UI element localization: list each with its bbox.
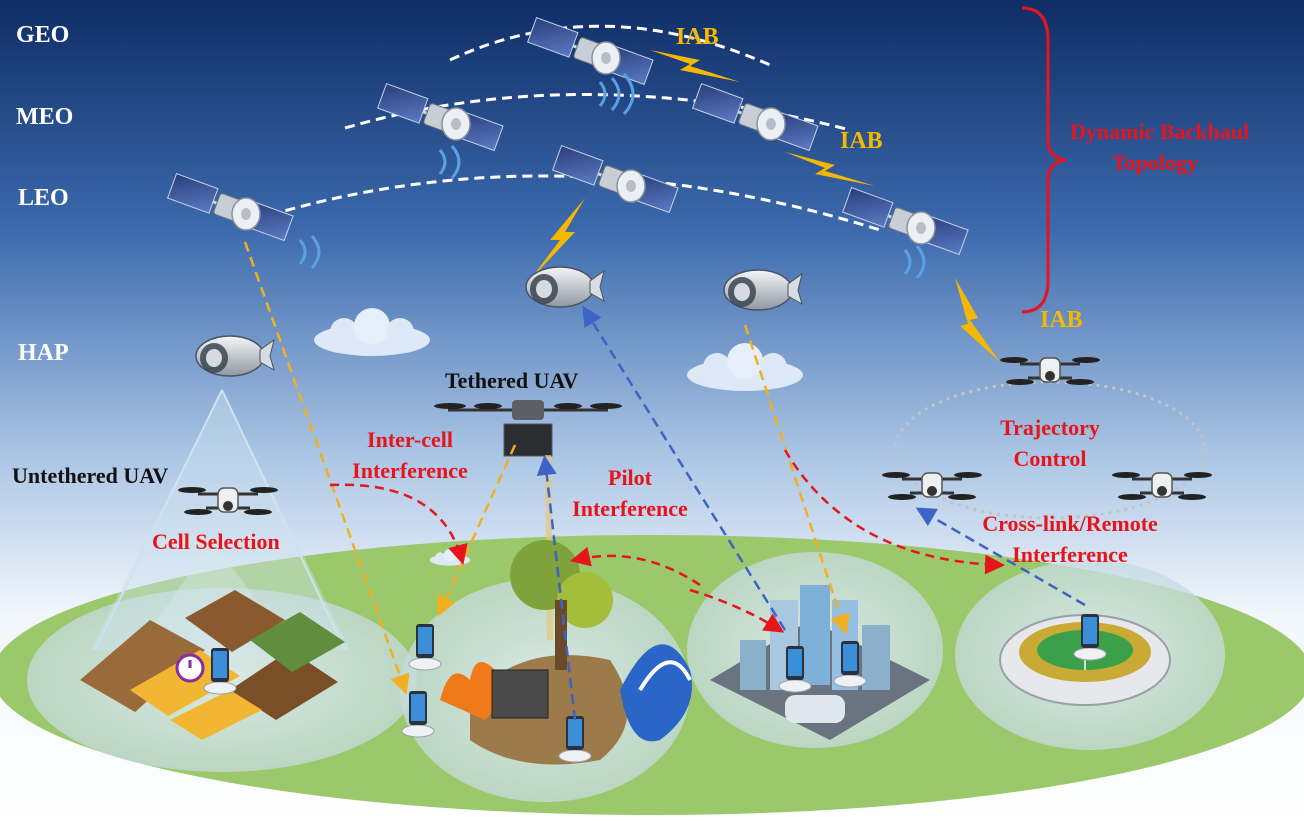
hap-label: HAP bbox=[18, 340, 69, 366]
disaster-zone-icon bbox=[440, 540, 692, 765]
intercell-line2: Interference bbox=[352, 458, 468, 483]
signal-wave-icon bbox=[298, 72, 926, 279]
leo-label: LEO bbox=[18, 185, 69, 211]
crosslink-line1: Cross-link/Remote bbox=[982, 511, 1158, 536]
untethered-uav-label: Untethered UAV bbox=[12, 463, 169, 488]
iab-label-geo: IAB bbox=[676, 24, 719, 50]
pilot-line2: Interference bbox=[572, 496, 688, 521]
blue-links bbox=[536, 305, 1086, 721]
tethered-uav-label: Tethered UAV bbox=[445, 368, 579, 393]
backhaul-bracket bbox=[1021, 6, 1067, 314]
trajectory-line2: Control bbox=[1013, 446, 1087, 471]
geo-orbit bbox=[449, 24, 771, 67]
crosslink-interference-label: Cross-link/Remote Interference bbox=[960, 508, 1180, 570]
iab-label-meo: IAB bbox=[840, 128, 883, 154]
dynamic-backhaul-label: Dynamic Backhaul Topology bbox=[1070, 116, 1250, 178]
pilot-line1: Pilot bbox=[608, 465, 652, 490]
iab-label-leo: IAB bbox=[1040, 307, 1083, 333]
dynamic-backhaul-line2: Topology bbox=[1111, 150, 1198, 175]
intercell-line1: Inter-cell bbox=[367, 427, 453, 452]
geo-label: GEO bbox=[16, 22, 70, 48]
cell-selection-label: Cell Selection bbox=[152, 529, 280, 554]
dynamic-backhaul-line1: Dynamic Backhaul bbox=[1070, 119, 1250, 144]
trajectory-line1: Trajectory bbox=[1000, 415, 1100, 440]
meo-label: MEO bbox=[16, 104, 74, 130]
orange-links bbox=[243, 241, 850, 695]
lightning-icon bbox=[530, 50, 1000, 362]
hap-coverage-cone bbox=[90, 390, 350, 650]
farmland-icon bbox=[80, 590, 345, 740]
crosslink-line2: Interference bbox=[1012, 542, 1128, 567]
red-interference-links bbox=[329, 449, 1005, 633]
trajectory-control-label: Trajectory Control bbox=[980, 412, 1120, 474]
intercell-interference-label: Inter-cell Interference bbox=[340, 424, 480, 486]
leo-orbit bbox=[269, 174, 881, 232]
pilot-interference-label: Pilot Interference bbox=[555, 462, 705, 524]
